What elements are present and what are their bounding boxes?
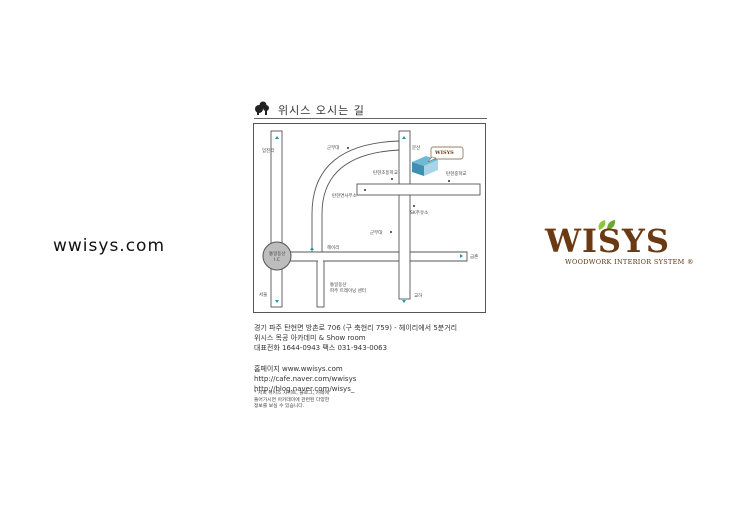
- directions-title: 위시스 오시는 길: [278, 103, 365, 117]
- map-roads: [262, 130, 481, 308]
- label-tanhyeon-office: 탄현면사무소: [332, 194, 357, 199]
- label-tanhyeon-elementary: 탄현초등학교: [373, 171, 398, 176]
- tree-icon: [254, 100, 272, 119]
- arrow-down-icon: [275, 300, 279, 303]
- wisys-logo: WISYS WOODWORK INTERIOR SYSTEM ®: [545, 218, 700, 273]
- label-geumchon: 금촌: [470, 255, 479, 260]
- label-brand-sign: WISYS: [435, 150, 454, 156]
- address-line: 대표전화 1644-0943 팩스 031-943-0063: [254, 344, 388, 352]
- label-tanhyeon-middle: 탄현중학교: [446, 172, 467, 177]
- address-line: 위시스 목공 아카데미 & Show room: [254, 334, 366, 342]
- label-sk-station: SK주유소: [410, 211, 429, 216]
- label-gunbudae-top: 군부대: [327, 146, 340, 151]
- arrow-up-icon: [402, 136, 406, 139]
- note-line: * 저희 위시스 사이트, 블로그, 카페에: [254, 391, 329, 396]
- arrow-up-icon: [275, 136, 279, 139]
- directions-map: 임진각 군부대 문산 WISYS 탄현초등학교 탄현중학교 탄현면사무소 SK주…: [253, 123, 486, 313]
- label-ic-name: 통일동산: [269, 252, 286, 257]
- road-left: [270, 130, 283, 308]
- label-gyoha: 교하: [414, 294, 423, 299]
- address-block: 경기 파주 탄현면 방촌로 706 (구 축현리 759) - 헤이리에서 5분…: [254, 323, 457, 353]
- road-horizontal-bottom: [281, 251, 468, 262]
- label-heyri: 헤이리: [327, 246, 340, 251]
- cafe-link[interactable]: http://cafe.naver.com/wwisys: [254, 375, 357, 383]
- wisys-sign: [430, 146, 464, 160]
- label-seoul: 서울: [259, 293, 268, 298]
- blog-link[interactable]: http://blog.naver.com/wisys_: [254, 385, 355, 393]
- road-horizontal-top: [356, 183, 481, 196]
- note-line: 들어가시면 아카데미에 관련된 다양한: [254, 397, 330, 403]
- arrow-right-icon: [460, 254, 463, 258]
- address-line: 경기 파주 탄현면 방촌로 706 (구 축현리 759) - 헤이리에서 5분…: [254, 324, 458, 332]
- info-note: * 저희 위시스 사이트, 블로그, 카페에 들어가시면 아카데미에 관련된 다…: [254, 391, 329, 411]
- note-line: 정보를 보실 수 있습니다.: [254, 404, 305, 409]
- label-munsan: 문산: [412, 146, 421, 151]
- road-lower: [316, 260, 325, 308]
- label-ic-sub: I.C: [274, 258, 280, 263]
- site-url: wwisys.com: [53, 236, 166, 256]
- label-gunbudae-mid: 군부대: [370, 231, 383, 236]
- arrow-up-icon: [310, 247, 314, 250]
- label-training-center-2: 파주 트레이닝 센터: [330, 289, 366, 294]
- leaf-icon: [598, 220, 616, 230]
- directions-heading: 위시스 오시는 길: [254, 100, 365, 119]
- label-imjingak: 임진각: [262, 149, 275, 154]
- logo-wordmark: WISYS: [545, 222, 670, 260]
- heading-divider: [254, 118, 487, 119]
- road-curve: [311, 140, 400, 253]
- logo-tagline: WOODWORK INTERIOR SYSTEM ®: [565, 258, 694, 266]
- label-training-center-1: 통일동산: [330, 283, 347, 288]
- ic-circle: [262, 241, 292, 271]
- road-right: [398, 130, 411, 300]
- homepage-link[interactable]: 홈페이지 www.wwisys.com: [254, 365, 343, 373]
- arrow-down-icon: [402, 300, 406, 303]
- links-block: 홈페이지 www.wwisys.com http://cafe.naver.co…: [254, 364, 356, 394]
